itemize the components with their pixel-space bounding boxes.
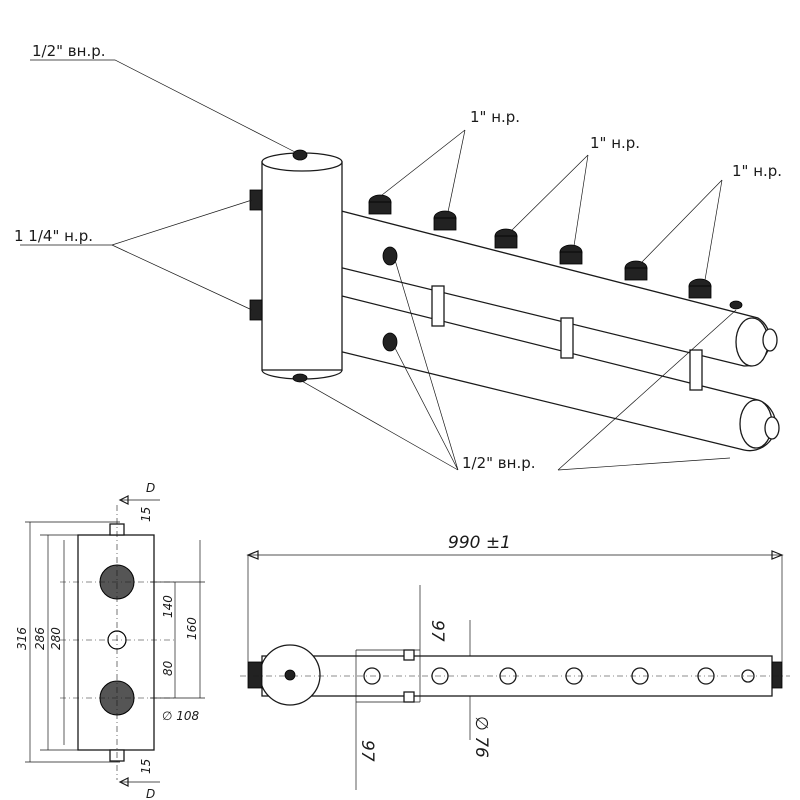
top-right-cap	[771, 661, 783, 689]
section-mark-top: D	[146, 481, 155, 495]
callout-bottom-ports: 1/2" вн.р.	[462, 454, 536, 472]
dim-97-bottom: 97	[357, 740, 377, 762]
callout-outlets-1: 1" н.р.	[470, 108, 520, 126]
callout-side-connections: 1 1/4" н.р.	[14, 227, 93, 245]
callout-outlets-3: 1" н.р.	[732, 162, 782, 180]
dim-15-bottom: 15	[139, 759, 153, 774]
outlet-fittings	[368, 194, 712, 299]
separator-body	[261, 161, 343, 371]
dim-80: 80	[161, 660, 175, 676]
dim-280: 280	[49, 627, 63, 650]
top-separator-vent	[284, 669, 296, 681]
top-left-cap	[247, 661, 263, 689]
callout-outlets-2: 1" н.р.	[590, 134, 640, 152]
port-upper-front	[382, 246, 398, 266]
dim-dia-108: ∅ 108	[162, 709, 200, 723]
port-upper-end	[729, 300, 743, 310]
dim-140: 140	[161, 595, 175, 618]
dim-15-top: 15	[139, 507, 153, 522]
callout-top-vent: 1/2" вн.р.	[32, 42, 106, 60]
dim-286: 286	[33, 627, 47, 650]
strut-3	[689, 349, 703, 391]
port-lower-front	[382, 332, 398, 352]
dim-160: 160	[185, 617, 199, 640]
leader-lines	[20, 59, 737, 471]
dim-length-990: 990 ±1	[448, 533, 511, 553]
dim-97-top: 97	[427, 620, 447, 642]
upper-end-nipple	[762, 328, 778, 352]
top-vent-fitting	[292, 149, 308, 161]
bottom-drain-fitting	[292, 373, 308, 383]
dim-dia-76: ∅ 76	[471, 716, 491, 758]
bracket-bottom	[403, 691, 415, 703]
strut-1	[431, 285, 445, 327]
dim-316: 316	[15, 627, 29, 650]
strut-2	[560, 317, 574, 359]
side-connection-upper	[249, 189, 263, 211]
front-view: 316 286 280 140 160 80 15 15 D D ∅ 108	[15, 481, 205, 800]
isometric-view: 1/2" вн.р. 1 1/4" н.р. 1" н.р. 1" н.р. 1…	[14, 42, 782, 472]
lower-end-nipple	[764, 416, 780, 440]
top-view: 990 ±1 97 97 ∅ 76	[240, 533, 790, 790]
side-connection-lower	[249, 299, 263, 321]
section-mark-bottom: D	[146, 787, 155, 800]
bracket-top	[403, 649, 415, 661]
